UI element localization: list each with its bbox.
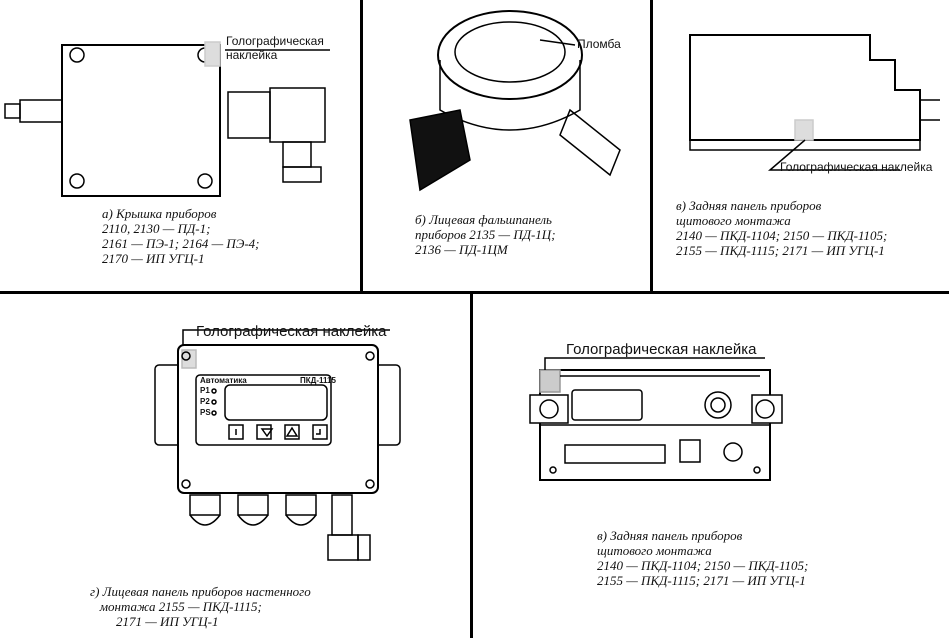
hologram-sticker-label: Голографическая наклейка <box>196 323 387 340</box>
caption-line: 2171 — ИП УГЦ-1 <box>116 614 219 629</box>
caption-line: 2155 — ПКД-1115; 2171 — ИП УГЦ-1 <box>597 573 806 588</box>
caption-e: в) Задняя панель приборов щитового монта… <box>597 528 808 588</box>
wall-mount-device-drawing <box>154 329 401 561</box>
seal-label: Пломба <box>577 37 621 51</box>
divider <box>0 291 949 294</box>
caption-d: г) Лицевая панель приборов настенного мо… <box>90 584 311 629</box>
device-model: ПКД-1115 <box>300 376 336 385</box>
caption-line: г) Лицевая панель приборов настенного <box>90 584 311 599</box>
divider <box>470 292 473 638</box>
caption-line: а) Крышка приборов <box>102 206 217 221</box>
device-housing-drawing <box>409 10 621 192</box>
hologram-sticker-label: Голографическая наклейка <box>780 160 933 174</box>
caption-line: 2136 — ПД-1ЦМ <box>415 242 508 257</box>
caption-line: б) Лицевая фальшпанель <box>415 212 552 227</box>
caption-line: в) Задняя панель приборов <box>597 528 743 543</box>
caption-line: щитового монтажа <box>676 213 791 228</box>
caption-c: в) Задняя панель приборов щитового монта… <box>676 198 887 258</box>
divider <box>650 0 653 292</box>
rear-panel-drawing <box>689 34 940 171</box>
caption-line: 2140 — ПКД-1104; 2150 — ПКД-1105; <box>676 228 888 243</box>
caption-line: 2155 — ПКД-1115; 2171 — ИП УГЦ-1 <box>676 243 885 258</box>
caption-line: 2110, 2130 — ПД-1; <box>102 221 211 236</box>
caption-line: 2170 — ИП УГЦ-1 <box>102 251 205 266</box>
hologram-sticker-label: Голографическая наклейка <box>566 341 757 358</box>
caption-line: 2161 — ПЭ-1; 2164 — ПЭ-4; <box>102 236 260 251</box>
caption-line: 2140 — ПКД-1104; 2150 — ПКД-1105; <box>597 558 809 573</box>
divider <box>360 0 363 292</box>
device-cover-drawing <box>4 41 330 197</box>
led-label: P1 <box>200 386 210 395</box>
hologram-sticker-label: Голографическая наклейка <box>226 34 324 62</box>
device-brand: Автоматика <box>200 376 247 385</box>
led-label: PS <box>200 408 211 417</box>
caption-line: монтажа 2155 — ПКД-1115; <box>99 599 262 614</box>
caption-line: в) Задняя панель приборов <box>676 198 822 213</box>
caption-b: б) Лицевая фальшпанель приборов 2135 — П… <box>415 212 556 257</box>
caption-line: приборов 2135 — ПД-1Ц; <box>415 227 556 242</box>
led-label: P2 <box>200 397 210 406</box>
panel-mount-rear-drawing <box>529 357 783 481</box>
caption-a: а) Крышка приборов 2110, 2130 — ПД-1; 21… <box>102 206 260 266</box>
caption-line: щитового монтажа <box>597 543 712 558</box>
